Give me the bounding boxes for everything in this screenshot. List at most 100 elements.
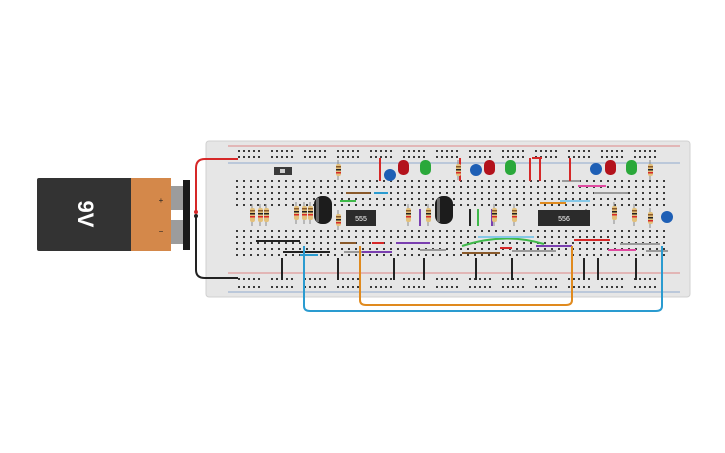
- breadboard-hole: [408, 150, 410, 152]
- breadboard-hole: [656, 230, 658, 232]
- breadboard-hole: [341, 186, 343, 188]
- resistor: [302, 202, 307, 224]
- breadboard-hole: [404, 248, 406, 250]
- breadboard-hole: [460, 198, 462, 200]
- breadboard-hole: [635, 204, 637, 206]
- breadboard-hole: [342, 150, 344, 152]
- breadboard-hole: [649, 150, 651, 152]
- breadboard-hole: [375, 150, 377, 152]
- breadboard-hole: [467, 198, 469, 200]
- resistor: [406, 204, 411, 226]
- breadboard-hole: [264, 204, 266, 206]
- breadboard-hole: [327, 180, 329, 182]
- breadboard-hole: [375, 286, 377, 288]
- breadboard-hole: [606, 278, 608, 280]
- battery-red-lead: [195, 158, 238, 212]
- breadboard-hole: [383, 236, 385, 238]
- breadboard-hole: [568, 156, 570, 158]
- breadboard-hole: [264, 236, 266, 238]
- breadboard-hole: [649, 286, 651, 288]
- breadboard-hole: [348, 230, 350, 232]
- breadboard-hole: [357, 286, 359, 288]
- breadboard-hole: [578, 156, 580, 158]
- breadboard-hole: [614, 254, 616, 256]
- breadboard-hole: [502, 254, 504, 256]
- breadboard-hole: [474, 186, 476, 188]
- breadboard-hole: [635, 180, 637, 182]
- breadboard-hole: [313, 186, 315, 188]
- breadboard-hole: [586, 242, 588, 244]
- breadboard-hole: [257, 254, 259, 256]
- breadboard-hole: [488, 186, 490, 188]
- breadboard-hole: [281, 150, 283, 152]
- breadboard-hole: [334, 198, 336, 200]
- breadboard-hole: [579, 198, 581, 200]
- breadboard-hole: [607, 230, 609, 232]
- breadboard-hole: [425, 192, 427, 194]
- breadboard-hole: [644, 286, 646, 288]
- breadboard-hole: [324, 156, 326, 158]
- breadboard-hole: [634, 156, 636, 158]
- breadboard-hole: [616, 286, 618, 288]
- breadboard-hole: [271, 236, 273, 238]
- breadboard-hole: [257, 180, 259, 182]
- breadboard-hole: [380, 156, 382, 158]
- breadboard-hole: [432, 254, 434, 256]
- breadboard-hole: [313, 242, 315, 244]
- breadboard-hole: [509, 192, 511, 194]
- breadboard-hole: [390, 150, 392, 152]
- breadboard-hole: [418, 236, 420, 238]
- breadboard-hole: [313, 248, 315, 250]
- breadboard-hole: [334, 242, 336, 244]
- breadboard-hole: [292, 236, 294, 238]
- breadboard-hole: [523, 204, 525, 206]
- breadboard-hole: [600, 230, 602, 232]
- breadboard-hole: [248, 286, 250, 288]
- breadboard-hole: [292, 180, 294, 182]
- breadboard-hole: [530, 230, 532, 232]
- breadboard-hole: [250, 236, 252, 238]
- breadboard-hole: [489, 278, 491, 280]
- breadboard-hole: [573, 278, 575, 280]
- battery-body: [37, 178, 133, 251]
- capacitor-stripe: [437, 198, 440, 222]
- breadboard-hole: [544, 254, 546, 256]
- breadboard-hole: [586, 198, 588, 200]
- breadboard-hole: [380, 278, 382, 280]
- breadboard-hole: [291, 150, 293, 152]
- breadboard-hole: [481, 248, 483, 250]
- breadboard-hole: [663, 186, 665, 188]
- breadboard-hole: [439, 254, 441, 256]
- breadboard-hole: [441, 150, 443, 152]
- breadboard-hole: [299, 186, 301, 188]
- breadboard-hole: [278, 236, 280, 238]
- breadboard-hole: [453, 236, 455, 238]
- breadboard-hole: [299, 198, 301, 200]
- breadboard-hole: [523, 248, 525, 250]
- breadboard-hole: [281, 156, 283, 158]
- breadboard-hole: [621, 180, 623, 182]
- breadboard-hole: [411, 180, 413, 182]
- breadboard-hole: [593, 236, 595, 238]
- breadboard-hole: [467, 242, 469, 244]
- breadboard-hole: [551, 198, 553, 200]
- breadboard-hole: [243, 236, 245, 238]
- breadboard-hole: [656, 192, 658, 194]
- breadboard-hole: [313, 180, 315, 182]
- breadboard-hole: [423, 156, 425, 158]
- breadboard-hole: [342, 278, 344, 280]
- breadboard-hole: [611, 156, 613, 158]
- breadboard-hole: [544, 248, 546, 250]
- breadboard-hole: [403, 286, 405, 288]
- breadboard-hole: [250, 198, 252, 200]
- breadboard-hole: [286, 278, 288, 280]
- breadboard-hole: [347, 278, 349, 280]
- breadboard-hole: [451, 278, 453, 280]
- breadboard-hole: [320, 192, 322, 194]
- resistor: [492, 204, 497, 226]
- breadboard-hole: [460, 192, 462, 194]
- breadboard-hole: [656, 248, 658, 250]
- breadboard-hole: [348, 248, 350, 250]
- breadboard-hole: [558, 186, 560, 188]
